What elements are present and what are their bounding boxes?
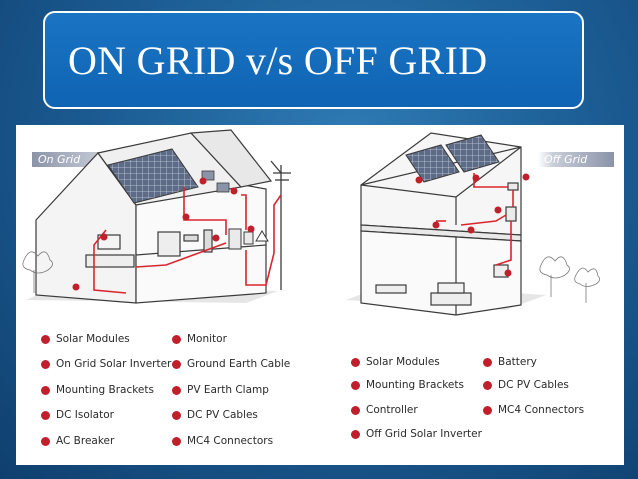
tree-icon (539, 256, 600, 303)
legend-item: DC PV Cables (172, 409, 258, 421)
legend-label: DC PV Cables (498, 379, 569, 391)
legend-label: Ground Earth Cable (187, 358, 291, 370)
legend-label: Battery (498, 356, 537, 368)
legend-item: Mounting Brackets (351, 379, 464, 391)
marker-dot-icon (41, 385, 50, 395)
legend-item: MC4 Connectors (172, 435, 273, 447)
legend-label: Mounting Brackets (366, 379, 464, 391)
on-grid-legend: Solar Modules On Grid Solar Inverter Mou… (16, 125, 316, 465)
legend-label: Off Grid Solar Inverter (366, 428, 482, 440)
on-grid-solar-panel-icon (107, 148, 230, 204)
legend-item: Monitor (172, 333, 227, 345)
marker-dot-icon (351, 357, 360, 367)
marker-dot-icon (41, 359, 50, 369)
marker-dot-icon (41, 436, 50, 446)
legend-item: AC Breaker (41, 435, 114, 447)
marker-dot-icon (351, 380, 360, 390)
legend-label: Solar Modules (366, 356, 440, 368)
on-grid-tag-text: On Grid (38, 153, 81, 166)
off-grid-legend: Solar Modules Mounting Brackets Controll… (16, 125, 624, 465)
marker-dot-icon (41, 410, 50, 420)
legend-item: Controller (351, 404, 418, 416)
legend-label: Solar Modules (56, 333, 130, 345)
legend-label: MC4 Connectors (498, 404, 585, 416)
marker-dot-icon (483, 357, 492, 367)
legend-label: Mounting Brackets (56, 384, 154, 396)
slide-title: ON GRID v/s OFF GRID (68, 37, 488, 83)
on-grid-markers (72, 177, 255, 291)
marker-dot-icon (172, 385, 181, 395)
legend-label: PV Earth Clamp (187, 384, 269, 396)
legend-item: Battery (483, 356, 537, 368)
legend-item: Solar Modules (41, 333, 130, 345)
marker-dot-icon (351, 405, 360, 415)
legend-label: Controller (366, 404, 418, 416)
marker-dot-icon (483, 405, 492, 415)
on-grid-inverter-icon (228, 228, 269, 250)
legend-label: On Grid Solar Inverter (56, 358, 172, 370)
on-grid-wiring (93, 187, 282, 294)
legend-item: Off Grid Solar Inverter (351, 428, 482, 440)
marker-dot-icon (172, 436, 181, 446)
legend-item: On Grid Solar Inverter (41, 358, 171, 370)
off-grid-tag: Off Grid (538, 152, 614, 167)
off-grid-markers (415, 173, 530, 277)
legend-item: Mounting Brackets (41, 384, 154, 396)
legend-item: PV Earth Clamp (172, 384, 269, 396)
marker-dot-icon (172, 334, 181, 344)
legend-label: DC PV Cables (187, 409, 258, 421)
marker-dot-icon (172, 359, 181, 369)
legend-item: Solar Modules (351, 356, 440, 368)
legend-label: MC4 Connectors (187, 435, 274, 447)
marker-dot-icon (41, 334, 50, 344)
legend-item: MC4 Connectors (483, 404, 584, 416)
title-box: ON GRID v/s OFF GRID (43, 11, 584, 109)
legend-label: AC Breaker (56, 435, 115, 447)
legend-label: DC Isolator (56, 409, 114, 421)
house-diagrams (22, 129, 600, 316)
legend-item: Ground Earth Cable (172, 358, 290, 370)
legend-item: DC Isolator (41, 409, 114, 421)
marker-dot-icon (483, 380, 492, 390)
utility-pole-icon (270, 160, 291, 290)
marker-dot-icon (351, 429, 360, 439)
tree-icon (22, 251, 53, 293)
diagram-panel: On Grid Off Grid (16, 125, 624, 465)
off-grid-tag-text: Off Grid (544, 153, 588, 166)
off-grid-solar-panel-icon (405, 134, 500, 183)
legend-label: Monitor (187, 333, 227, 345)
legend-item: DC PV Cables (483, 379, 569, 391)
marker-dot-icon (172, 410, 181, 420)
